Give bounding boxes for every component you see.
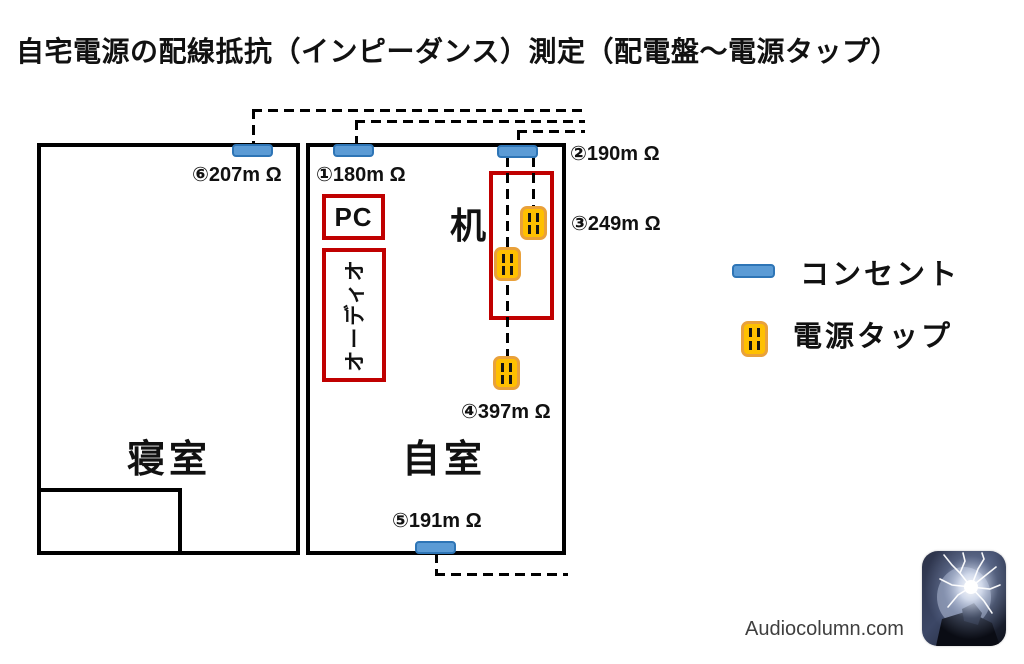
tap-slot: [528, 224, 532, 234]
power-tap-icon-4: [493, 356, 520, 390]
bedroom-closet-outline: [37, 488, 182, 555]
tap-slot: [509, 253, 513, 263]
wire-feed-outlet6-vertical: [252, 109, 255, 145]
desk-label: 机: [450, 205, 487, 246]
power-tap-icon-middle: [494, 247, 521, 281]
outlet-icon-5: [415, 541, 456, 554]
tap-slot: [528, 212, 532, 222]
power-tap-icon-3: [520, 206, 547, 240]
legend-tap-label: 電源タップ: [793, 321, 954, 353]
wire-feed-outlet1-horizontal: [355, 120, 585, 123]
pc-box: PC: [322, 194, 385, 240]
tap-slot: [508, 362, 512, 372]
tap-slot: [756, 341, 760, 350]
audio-label: オーディオ: [344, 258, 367, 372]
tap-slot: [502, 253, 506, 263]
legend-outlet-icon: [732, 264, 775, 278]
tap-slot: [749, 341, 753, 350]
bedroom-label: 寝室: [127, 439, 212, 481]
wire-feed-outlet2-horizontal: [517, 130, 585, 133]
wire-feed-outlet2-vertical: [517, 130, 520, 147]
measurement-6: ⑥207m Ω: [192, 164, 282, 186]
wire-outlet5-horizontal: [435, 573, 568, 576]
tap-slot: [749, 328, 753, 337]
lightning-art-icon: [922, 551, 1006, 646]
tap-slot: [502, 265, 506, 275]
wire-feed-outlet6-horizontal: [252, 109, 585, 112]
outlet-icon-1: [333, 144, 374, 157]
tap-slot: [501, 362, 505, 372]
watermark-text: Audiocolumn.com: [745, 618, 904, 640]
audio-box: オーディオ: [322, 248, 386, 382]
legend-outlet-label: コンセント: [800, 259, 961, 291]
tap-slot: [508, 374, 512, 384]
page-title: 自宅電源の配線抵抗（インピーダンス）測定（配電盤～電源タップ）: [16, 36, 899, 67]
measurement-2: ②190m Ω: [570, 143, 660, 165]
legend-power-tap-icon: [741, 321, 768, 357]
audiocolumn-app-icon: [922, 551, 1006, 646]
desk-box: [489, 171, 554, 320]
wire-outlet2-to-tap3: [532, 157, 535, 209]
outlet-icon-2: [497, 145, 538, 158]
tap-slot: [535, 212, 539, 222]
pc-label: PC: [334, 201, 373, 232]
wire-feed-outlet1-vertical: [355, 120, 358, 145]
measurement-5: ⑤191m Ω: [392, 510, 482, 532]
outlet-icon-6: [232, 144, 273, 157]
tap-slot: [756, 328, 760, 337]
measurement-3: ③249m Ω: [571, 213, 661, 235]
own-room-label: 自室: [402, 439, 487, 481]
tap-slot: [501, 374, 505, 384]
measurement-1: ①180m Ω: [316, 164, 406, 186]
tap-slot: [535, 224, 539, 234]
wire-outlet5-vertical: [435, 553, 438, 575]
tap-slot: [509, 265, 513, 275]
measurement-4: ④397m Ω: [461, 401, 551, 423]
